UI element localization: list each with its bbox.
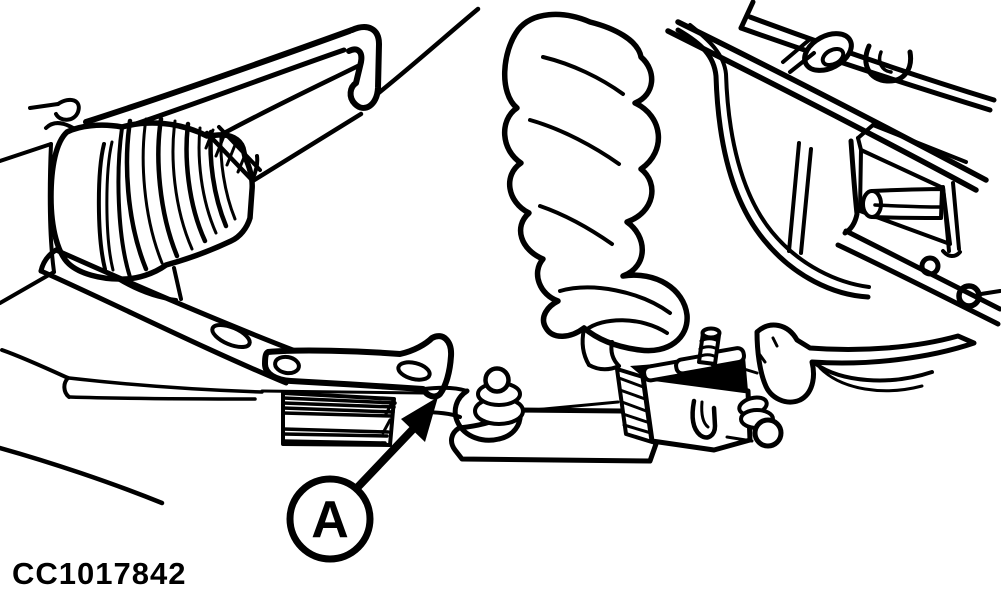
shift-cable-bracket bbox=[260, 333, 455, 400]
mount-block bbox=[615, 326, 753, 453]
ribbed-stud bbox=[697, 326, 722, 366]
bracket-oval-hole bbox=[396, 360, 432, 382]
boot-clamp-collar bbox=[204, 125, 262, 183]
selector-lever bbox=[725, 322, 977, 449]
callout-arrow-head bbox=[401, 397, 438, 442]
bolt-head bbox=[919, 255, 941, 277]
ball-stud bbox=[483, 366, 511, 394]
block-j-hook bbox=[690, 398, 718, 440]
callout-circle bbox=[286, 475, 374, 563]
figure-code: CC1017842 bbox=[12, 556, 186, 591]
hanger-clamps bbox=[781, 31, 914, 84]
pin-cylinder bbox=[861, 187, 944, 220]
frame-left-edge bbox=[0, 142, 165, 506]
bolt-head bbox=[956, 283, 982, 309]
callout: A bbox=[286, 397, 438, 563]
arm-slot-hole bbox=[210, 322, 252, 350]
shift-linkage-rod bbox=[417, 366, 620, 443]
lower-control-arm bbox=[38, 247, 301, 386]
flat-bar bbox=[62, 376, 264, 401]
callout-arrow-shaft bbox=[352, 423, 419, 493]
cv-joint-boot bbox=[48, 116, 262, 282]
shield-plate-stack bbox=[281, 391, 397, 447]
support-hoop bbox=[675, 23, 871, 300]
lever-ball-end bbox=[752, 417, 784, 449]
bracket-box bbox=[835, 123, 1001, 327]
support-post bbox=[787, 141, 813, 255]
axle-shaft bbox=[212, 6, 481, 185]
flex-column bbox=[501, 11, 690, 372]
callout-letter: A bbox=[311, 491, 349, 549]
hanger-hook bbox=[863, 43, 914, 84]
